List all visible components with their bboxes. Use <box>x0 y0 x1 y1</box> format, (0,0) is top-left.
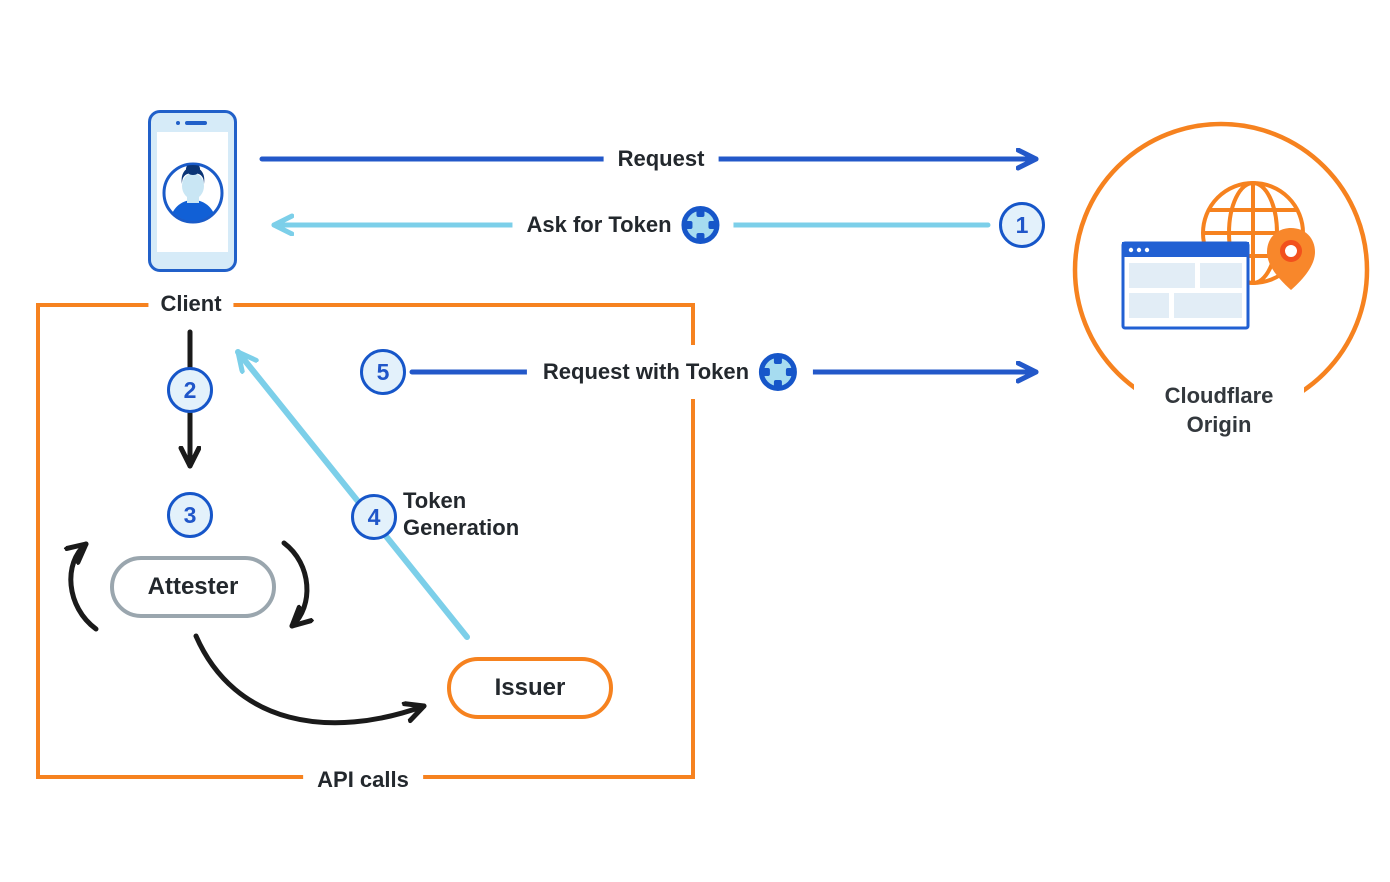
cloudflare-origin-line1: Cloudflare <box>1164 383 1274 408</box>
client-phone-icon <box>148 110 237 272</box>
step-5-number: 5 <box>376 358 390 385</box>
ask-for-token-label-text: Ask for Token <box>526 212 672 237</box>
step-4-badge: 4 <box>351 494 397 540</box>
step-1-number: 1 <box>1015 211 1029 238</box>
step-3-number: 3 <box>183 501 197 528</box>
attester-label: Attester <box>147 573 239 600</box>
request-with-token-label-text: Request with Token <box>542 359 750 384</box>
api-calls-label-text: API calls <box>317 767 409 792</box>
token-generation-line2: Generation <box>403 515 520 540</box>
browser-window-icon <box>1121 241 1250 330</box>
step-2-number: 2 <box>183 376 197 403</box>
issuer-node: Issuer <box>447 657 613 719</box>
phone-speaker <box>184 121 207 125</box>
token-icon <box>759 353 798 391</box>
step-4-number: 4 <box>367 503 381 530</box>
step-5-badge: 5 <box>360 349 406 395</box>
phone-camera-dot <box>175 121 180 125</box>
attester-loop-right-arrow <box>281 540 307 629</box>
attester-to-issuer-arrow <box>193 633 427 726</box>
token-generation-line1: Token <box>403 488 467 513</box>
request-label-text: Request <box>617 146 705 171</box>
location-pin-icon <box>1267 228 1315 290</box>
step-1-badge: 1 <box>999 202 1045 248</box>
step-2-badge: 2 <box>167 367 213 413</box>
client-label: Client <box>148 290 234 318</box>
client-label-text: Client <box>160 291 222 316</box>
user-avatar-icon <box>162 162 223 224</box>
attester-node: Attester <box>110 556 276 618</box>
cloudflare-origin-line2: Origin <box>1186 412 1252 437</box>
token-icon <box>681 206 720 244</box>
ask-for-token-label: Ask for Token <box>512 200 734 250</box>
token-generation-label: Token Generation <box>403 487 519 541</box>
api-calls-label: API calls <box>303 766 423 794</box>
request-with-token-label: Request with Token <box>526 345 814 399</box>
token-generation-arrow <box>235 349 470 640</box>
step-3-badge: 3 <box>167 492 213 538</box>
cloudflare-origin-label: Cloudflare Origin <box>1134 381 1304 443</box>
request-label: Request <box>603 139 719 179</box>
attester-loop-left-arrow <box>71 541 99 632</box>
issuer-label: Issuer <box>494 674 566 701</box>
